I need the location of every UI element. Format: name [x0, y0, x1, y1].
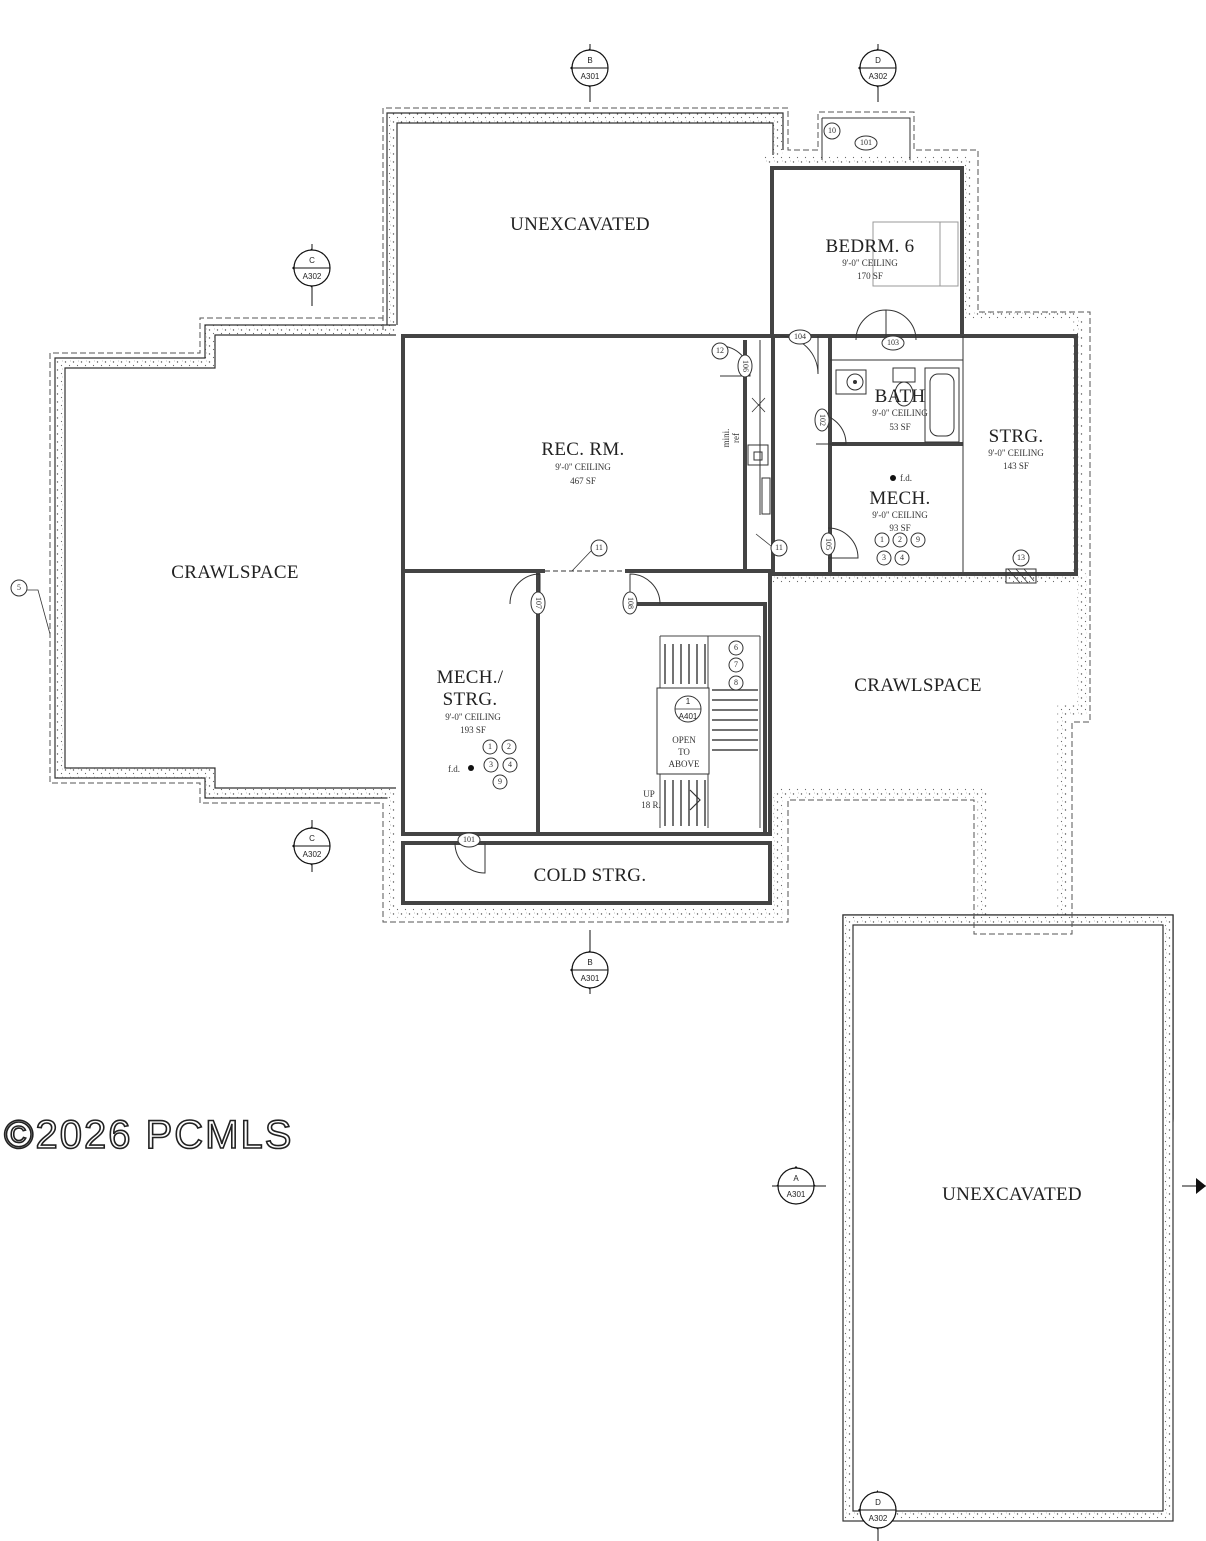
- section-marker-b-top: B A301: [570, 44, 609, 102]
- keynote-stair-7: 7: [734, 660, 738, 669]
- section-d-top-letter: D: [875, 56, 881, 65]
- door-tag-103: 103: [887, 338, 899, 347]
- rec-room-area: 467 SF: [570, 476, 596, 486]
- mech-label: MECH.: [869, 488, 930, 509]
- copyright-watermark: ©2026 PCMLS: [3, 1112, 294, 1158]
- section-marker-c-lower: C A302: [292, 820, 331, 872]
- stair-open-1: OPEN: [672, 735, 696, 745]
- section-c-lower-sheet: A302: [303, 850, 322, 859]
- section-marker-d-bottom: D A302: [858, 1490, 897, 1541]
- unexcavated-top-label: UNEXCAVATED: [510, 214, 650, 235]
- storage-label: STRG.: [989, 426, 1044, 447]
- keynote-11-a: 11: [595, 543, 603, 552]
- door-tag-106: 106: [741, 360, 750, 372]
- stair-open-3: ABOVE: [669, 759, 701, 769]
- keynote-ms-4: 4: [508, 760, 512, 769]
- door-tag-105: 105: [824, 538, 833, 550]
- stairs: [656, 635, 761, 828]
- stair-detail-sheet: A401: [679, 712, 698, 721]
- bedroom6-ceiling: 9'-0" CEILING: [842, 258, 898, 268]
- cold-storage-label: COLD STRG.: [534, 865, 647, 886]
- section-b-top-sheet: A301: [581, 72, 600, 81]
- section-d-bottom-sheet: A302: [869, 1514, 888, 1523]
- rec-room-label: REC. RM.: [541, 439, 624, 460]
- bath-label: BATH: [875, 386, 926, 407]
- door-tag-107: 107: [534, 597, 543, 609]
- section-d-top-sheet: A302: [869, 72, 888, 81]
- section-marker-d-top: D A302: [858, 44, 897, 102]
- keynote-mech-2: 2: [898, 535, 902, 544]
- keynote-mech-1: 1: [880, 535, 884, 544]
- mech-ceiling: 9'-0" CEILING: [872, 510, 928, 520]
- mini-ref-label-1: mini.: [721, 429, 731, 448]
- keynote-12: 12: [716, 346, 724, 355]
- section-b-bottom-sheet: A301: [581, 974, 600, 983]
- mech-strg-floor-drain-label: f.d.: [448, 764, 460, 774]
- section-b-top-letter: B: [587, 56, 592, 65]
- stair-up-2: 18 R.: [641, 800, 661, 810]
- keynote-10: 10: [828, 126, 836, 135]
- mech-floor-drain-label: f.d.: [900, 473, 912, 483]
- footing-outline: [49, 107, 1091, 935]
- mech-strg-area: 193 SF: [460, 725, 486, 735]
- section-c-lower-letter: C: [309, 834, 315, 843]
- mech-strg-label-2: STRG.: [443, 689, 498, 710]
- mech-strg-ceiling: 9'-0" CEILING: [445, 712, 501, 722]
- stair-detail-number: 1: [686, 697, 691, 706]
- rec-room-ceiling: 9'-0" CEILING: [555, 462, 611, 472]
- section-c-upper-letter: C: [309, 256, 315, 265]
- bath-area: 53 SF: [889, 422, 910, 432]
- section-marker-a-right: A A301: [772, 1166, 1206, 1205]
- section-marker-c-upper: C A302: [292, 244, 331, 306]
- section-a-right-sheet: A301: [787, 1190, 806, 1199]
- section-d-bottom-letter: D: [875, 1498, 881, 1507]
- keynote-ms-3: 3: [489, 760, 493, 769]
- bath-fixtures: [835, 367, 960, 443]
- keynote-stair-6: 6: [734, 643, 738, 652]
- stair-up-1: UP: [643, 789, 655, 799]
- crawlspace-left-label: CRAWLSPACE: [171, 562, 298, 583]
- keynote-ms-9: 9: [498, 777, 502, 786]
- mech-floor-drain: [890, 475, 896, 481]
- unexcavated-bottom-label: UNEXCAVATED: [942, 1184, 1082, 1205]
- door-tag-101-bottom: 101: [463, 835, 475, 844]
- mini-ref-label-2: ref: [731, 433, 741, 443]
- bath-ceiling: 9'-0" CEILING: [872, 408, 928, 418]
- storage-ceiling: 9'-0" CEILING: [988, 448, 1044, 458]
- keynote-ms-2: 2: [507, 742, 511, 751]
- bed: [872, 221, 959, 287]
- keynote-mech-9: 9: [916, 535, 920, 544]
- mech-strg-floor-drain: [468, 765, 474, 771]
- keynote-13: 13: [1017, 553, 1025, 562]
- keynotes: 10 12 11 11 13 5 1 2 9 3 4 1 2 3 4 9: [10, 122, 1030, 790]
- section-b-bottom-letter: B: [587, 958, 592, 967]
- door-tag-108: 108: [626, 597, 635, 609]
- section-marker-b-bottom: B A301: [570, 930, 609, 994]
- keynote-5: 5: [17, 583, 21, 592]
- stair-open-2: TO: [678, 747, 690, 757]
- door-tag-102: 102: [818, 414, 827, 426]
- crawlspace-right-label: CRAWLSPACE: [854, 675, 981, 696]
- lower-unexcavated-tallbox: [842, 914, 1174, 1522]
- mech-strg-label-1: MECH./: [437, 667, 504, 688]
- bedroom6-label: BEDRM. 6: [826, 236, 915, 257]
- door-tags: 101 101 102 103 104 105 106 107 108: [457, 135, 905, 848]
- keynote-11-b: 11: [775, 543, 783, 552]
- closet-details: [747, 397, 771, 515]
- door-tag-104: 104: [794, 332, 806, 341]
- section-a-right-letter: A: [793, 1174, 799, 1183]
- keynote-mech-4: 4: [900, 553, 904, 562]
- door-tag-101-top: 101: [860, 138, 872, 147]
- keynote-stair-8: 8: [734, 678, 738, 687]
- bedroom6-area: 170 SF: [857, 271, 883, 281]
- mech-area: 93 SF: [889, 523, 910, 533]
- storage-area: 143 SF: [1003, 461, 1029, 471]
- section-c-upper-sheet: A302: [303, 272, 322, 281]
- keynote-mech-3: 3: [882, 553, 886, 562]
- keynote-ms-1: 1: [488, 742, 492, 751]
